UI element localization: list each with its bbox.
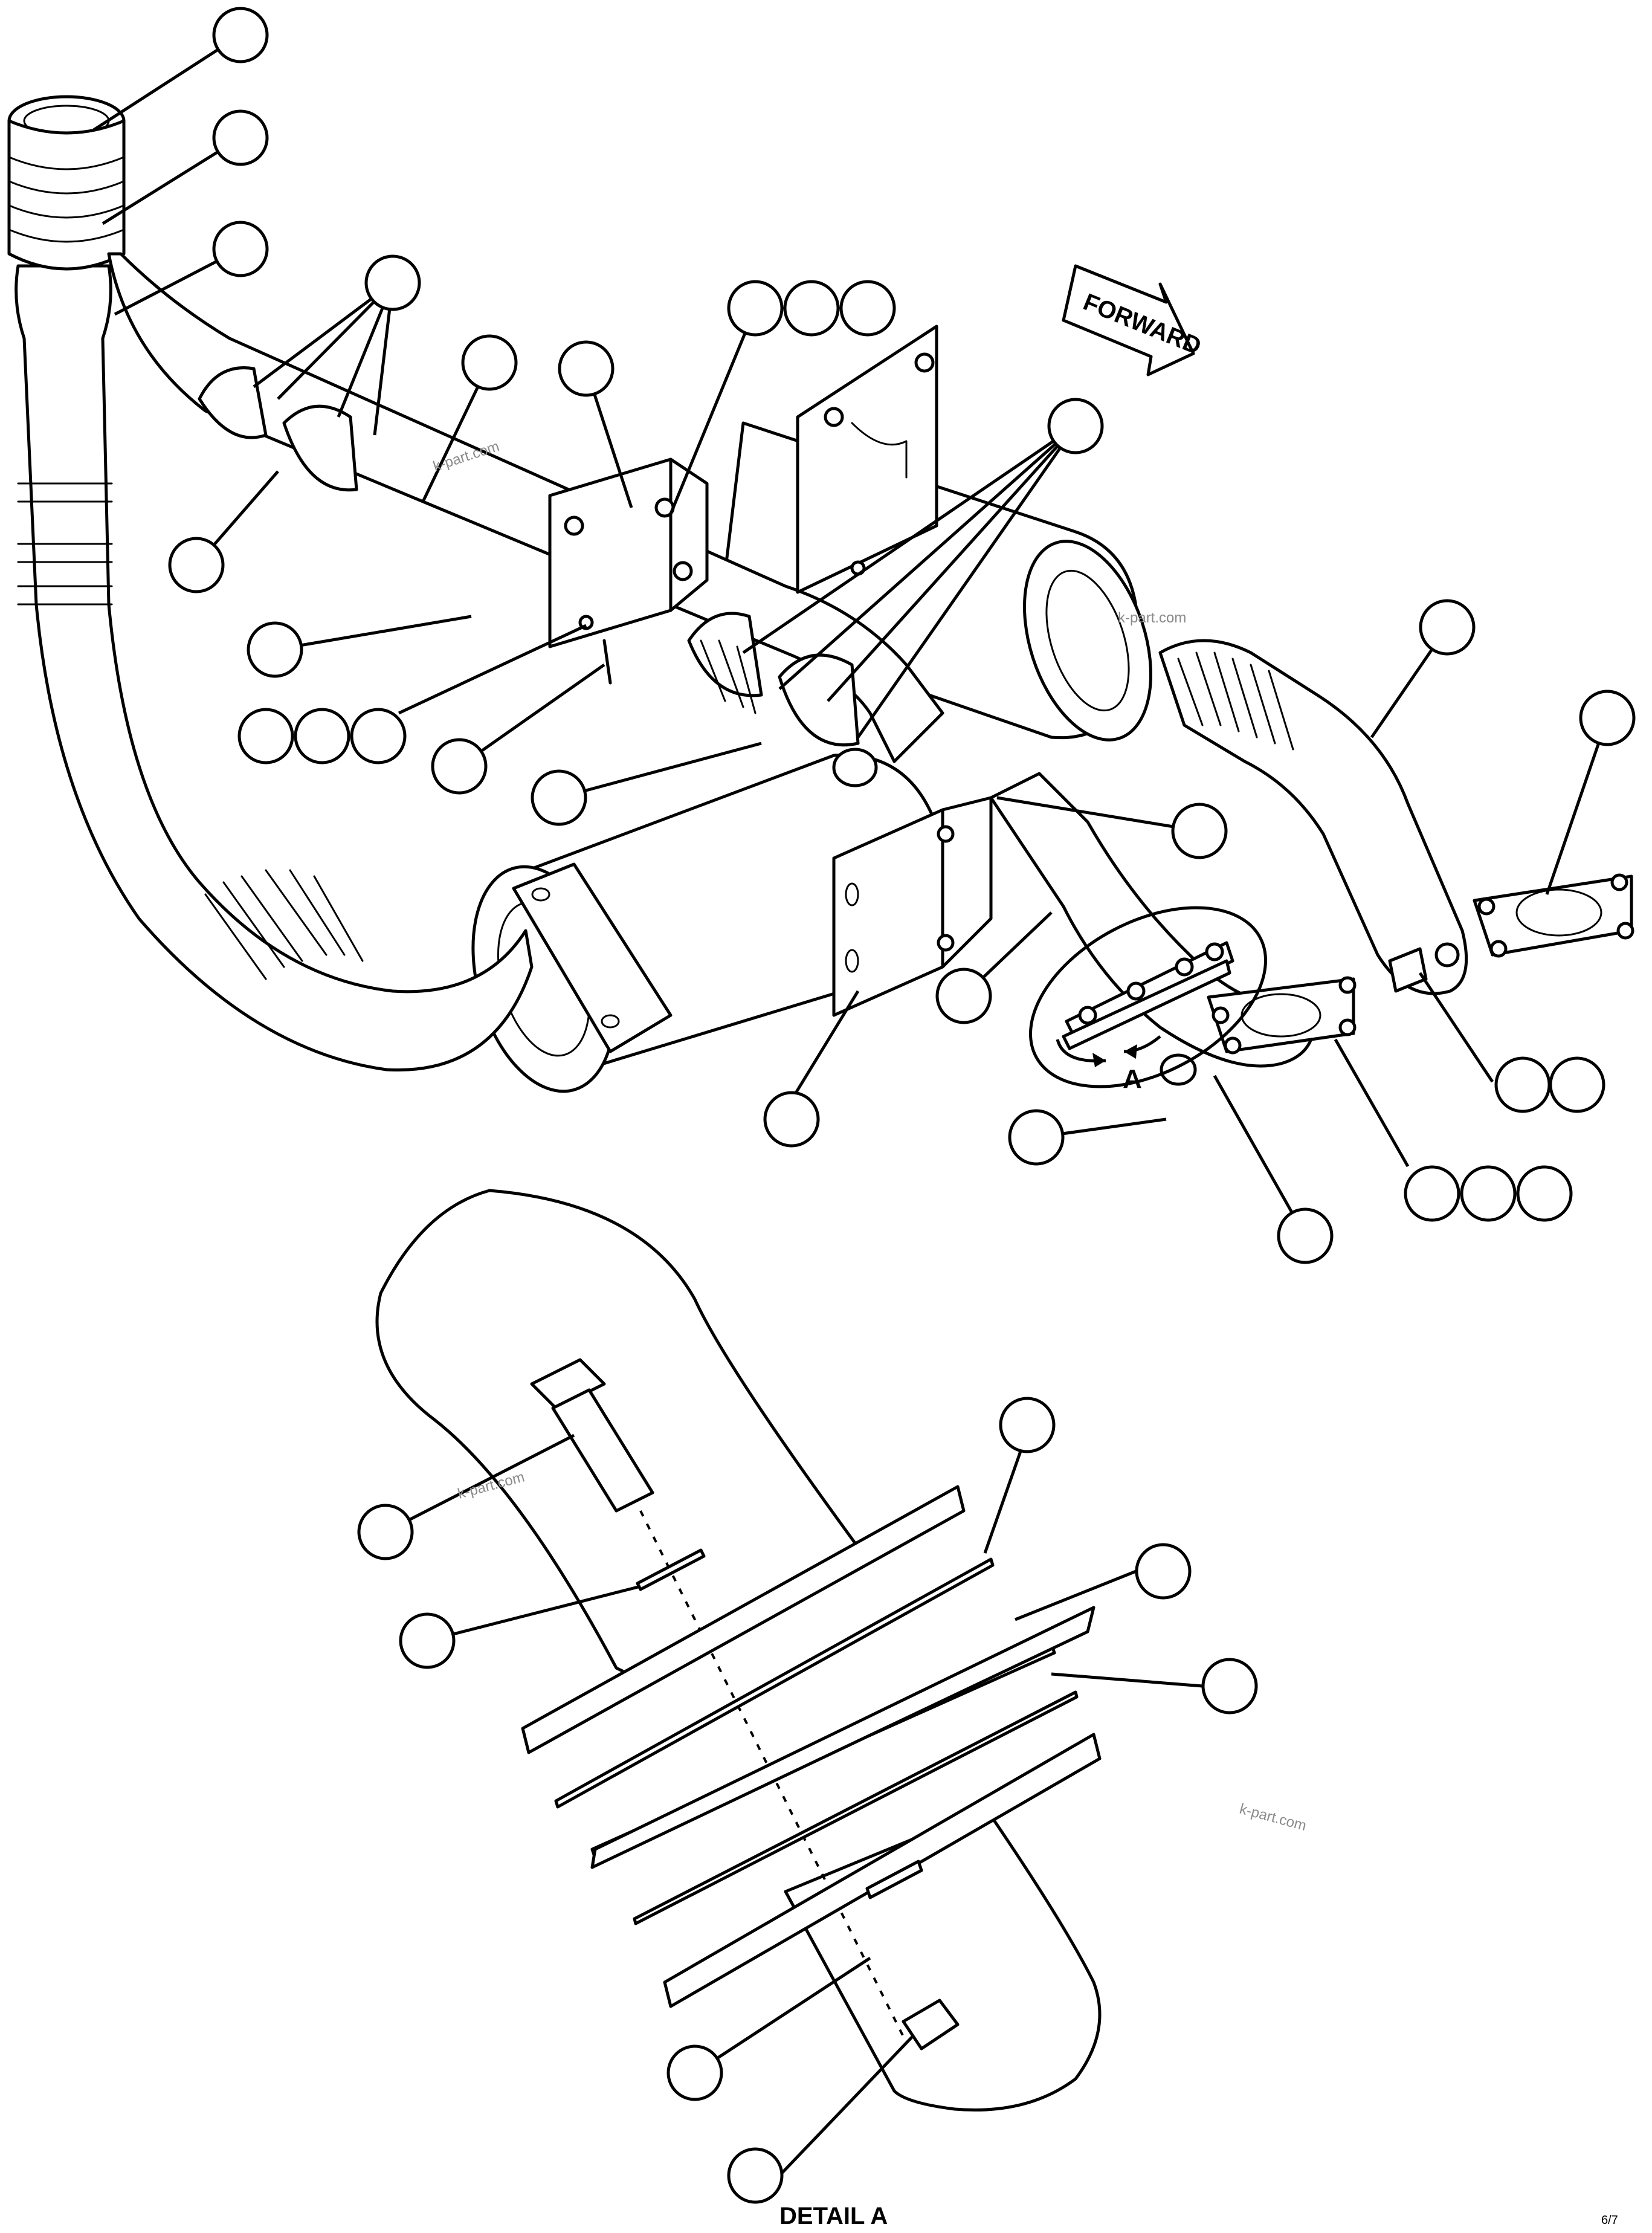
callout-bubble[interactable]: [727, 2147, 784, 2204]
right-pipe: [1158, 639, 1468, 995]
callout-bubble[interactable]: [431, 738, 488, 795]
callout-bubble[interactable]: [168, 537, 225, 593]
callout-bubble[interactable]: [294, 708, 350, 764]
callout-bubble[interactable]: [364, 254, 421, 311]
callout-bubble[interactable]: [999, 1397, 1056, 1453]
callout-bubble[interactable]: [839, 280, 896, 337]
callout-bubble[interactable]: [1460, 1165, 1517, 1222]
callout-bubble[interactable]: [1047, 398, 1104, 454]
callout-bubble[interactable]: [237, 708, 294, 764]
callout-bubble[interactable]: [1135, 1543, 1192, 1600]
watermark-4: k-part.com: [1237, 1801, 1308, 1834]
muffler-strap: [512, 862, 673, 1053]
callout-bubble[interactable]: [1549, 1056, 1605, 1113]
callout-bubble[interactable]: [666, 2044, 723, 2101]
callout-bubble[interactable]: [531, 769, 587, 826]
callout-bubble[interactable]: [350, 708, 407, 764]
callout-bubble[interactable]: [247, 621, 303, 678]
callout-bubble[interactable]: [461, 334, 518, 391]
callout-bubble[interactable]: [1516, 1165, 1573, 1222]
callout-bubbles: [168, 7, 1636, 2204]
inlet-bellows: [7, 95, 126, 271]
detail-bolt: [530, 1358, 654, 1513]
callout-bubble[interactable]: [763, 1091, 820, 1148]
callout-bubble[interactable]: [1494, 1056, 1551, 1113]
flange-top: [521, 1485, 966, 1754]
detail-a-title: DETAIL A: [779, 2203, 888, 2229]
callout-bubble[interactable]: [212, 221, 269, 277]
left-pipe: [15, 264, 534, 1072]
callout-bubble[interactable]: [1579, 690, 1636, 746]
callout-bubble[interactable]: [1008, 1109, 1065, 1166]
gasket-1: [554, 1557, 995, 1809]
flange-middle: [590, 1606, 1095, 1869]
right-flange: [1388, 873, 1634, 993]
lower-outlet: [989, 772, 1357, 1086]
bracket-lower: [832, 796, 993, 1017]
callout-bubble[interactable]: [357, 1504, 414, 1560]
detail-a-view: k-part.com k-part.com DETAIL A 6/7: [375, 1189, 1618, 2229]
callout-bubble[interactable]: [1404, 1165, 1460, 1222]
main-pipe: [107, 252, 944, 787]
leader-lines-detail: [384, 1432, 1203, 2177]
watermark-2: k-part.com: [1118, 610, 1186, 626]
callout-bubble[interactable]: [1171, 803, 1228, 859]
callout-bubble[interactable]: [935, 968, 992, 1024]
callout-bubble[interactable]: [1201, 1658, 1258, 1714]
callout-bubble[interactable]: [399, 1612, 456, 1669]
gasket-3: [633, 1690, 1079, 1925]
washer-bottom: [865, 1860, 923, 1899]
flange-bottom: [663, 1733, 1102, 2008]
callout-bubble[interactable]: [212, 7, 269, 63]
bracket-rear: [796, 325, 938, 594]
bracket-upper: [548, 457, 709, 685]
exhaust-assembly-view: A FORWARD: [7, 33, 1634, 1237]
callout-bubble[interactable]: [1277, 1207, 1334, 1264]
detail-a-indicator: A: [1029, 906, 1267, 1094]
detail-nut: [902, 1999, 960, 2050]
callout-bubble[interactable]: [727, 280, 784, 337]
callout-bubble[interactable]: [1419, 599, 1476, 656]
forward-arrow: FORWARD: [1062, 264, 1205, 376]
callout-bubble[interactable]: [212, 109, 269, 166]
callout-bubble[interactable]: [783, 280, 840, 337]
view-reference-a: A: [1123, 1064, 1142, 1094]
sheet-code: 6/7: [1601, 2214, 1618, 2227]
callout-bubble[interactable]: [558, 340, 615, 397]
